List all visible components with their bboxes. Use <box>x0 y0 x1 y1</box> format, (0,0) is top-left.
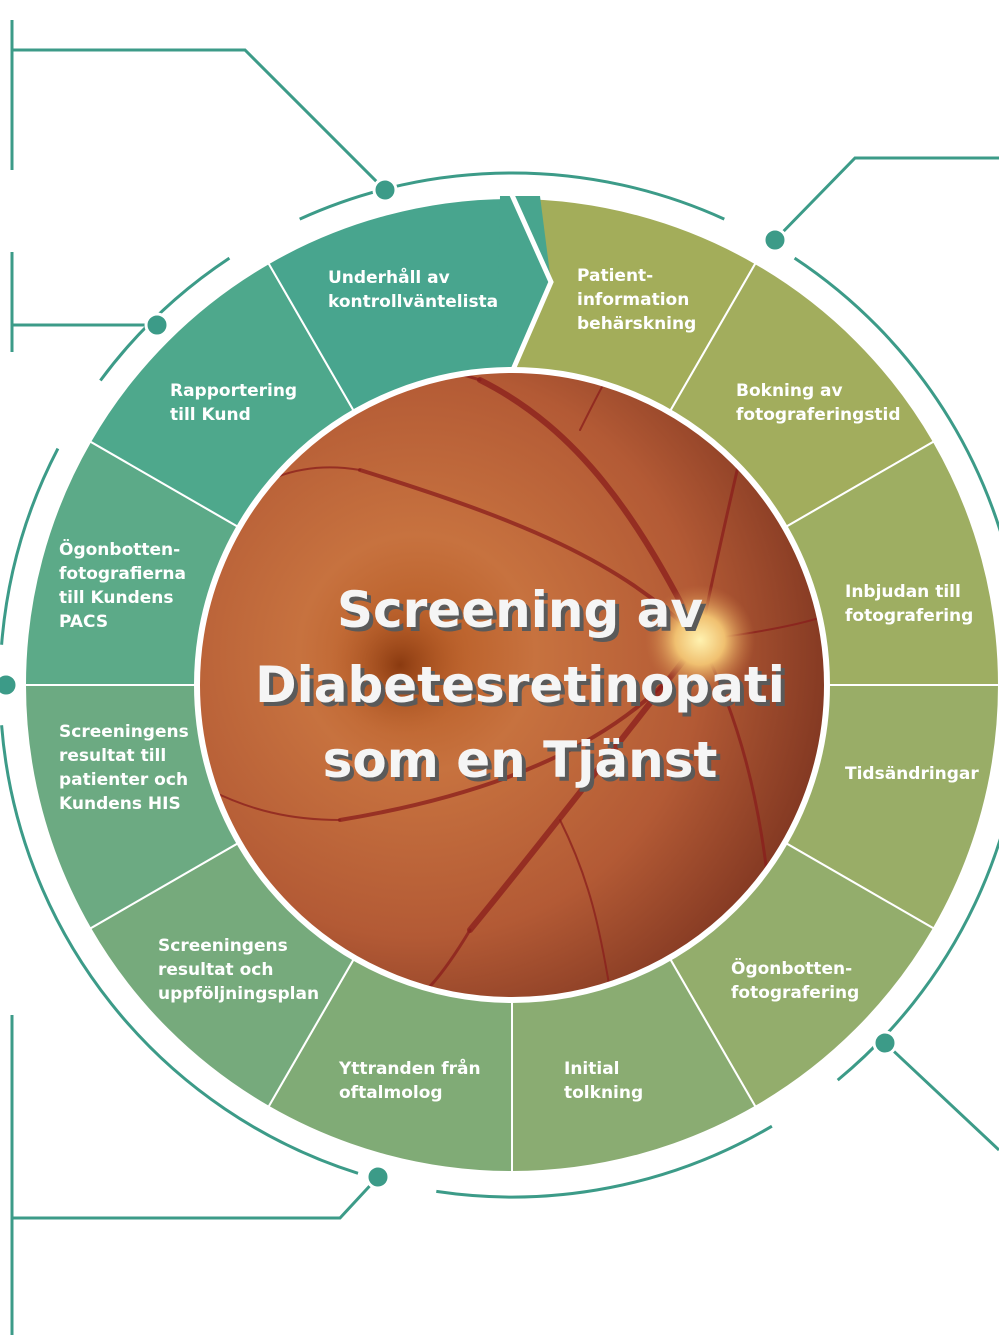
segment-label-line: resultat och <box>158 960 273 980</box>
segment-label: Bokning av fotograferingstid <box>736 381 901 425</box>
connector-line-bottom-right <box>883 1041 999 1152</box>
segment-label: Underhåll av kontrollväntelista <box>328 266 498 312</box>
segment-label-line: till Kund <box>170 405 251 425</box>
outer-ring <box>0 171 999 1199</box>
connector-dot-bottom-right <box>872 1030 898 1056</box>
segment-label-line: Initial <box>564 1059 620 1079</box>
segment-label-line: Kundens HIS <box>59 794 181 814</box>
segment-label: Screeningens resultat och uppföljningsplan <box>158 936 319 1004</box>
segment-label-line: kontrollväntelista <box>328 292 498 312</box>
segment-label-line: till Kundens <box>59 588 174 608</box>
segment-underhall: Underhåll av kontrollväntelista <box>267 196 513 417</box>
segment-label: Ögonbotten-fotografering <box>731 957 859 1003</box>
segment-label: Rapportering till Kund <box>170 381 297 425</box>
diagram-title: Screening av Diabetesretinopati som en T… <box>255 581 789 793</box>
segment-label-line: fotograferingstid <box>736 405 901 425</box>
title-line-2-shadow: Diabetesretinopati <box>259 660 789 718</box>
segment-label-line: Screeningens <box>59 722 189 742</box>
segment-chevron-border <box>509 193 554 373</box>
segment-label-line: Ögonbotten- <box>731 957 852 979</box>
segment-yttranden: Yttranden från oftalmolog <box>267 953 513 1174</box>
segment-label-line: fotografering <box>731 983 859 1003</box>
connector-dot-bottom-left <box>365 1164 391 1190</box>
outer-ring-arc <box>0 725 359 1175</box>
retina-vessel <box>398 928 472 1000</box>
segment-chevron <box>497 196 551 372</box>
connector-dot-upper-left <box>144 312 170 338</box>
segment-inbjudan: Inbjudan till fotografering <box>780 440 999 686</box>
segment-label-line: fotografering <box>845 606 973 626</box>
segment-label: Patient-information behärskning <box>577 266 696 334</box>
connector-dot-left <box>0 672 19 698</box>
connector-line-bottom-left <box>12 1175 380 1220</box>
connector-line-top-right <box>773 156 999 242</box>
connector-dots <box>0 177 898 1190</box>
segment-label-line: Bokning av <box>736 381 843 401</box>
segment-label-line: PACS <box>59 612 108 632</box>
retina-image <box>197 370 827 1000</box>
connector-dot-top-left <box>372 177 398 203</box>
connector-line-top-left <box>10 20 387 192</box>
segment-label-line: Underhåll av <box>328 266 450 288</box>
segment-label-line: information <box>577 290 689 310</box>
segment-label-line: Ögonbotten- <box>59 538 180 560</box>
segment-label-line: Yttranden från <box>338 1057 481 1079</box>
title-line-3-shadow: som en Tjänst <box>327 735 722 793</box>
title-line-3: som en Tjänst <box>323 731 718 789</box>
outer-ring-arc <box>436 1124 773 1199</box>
segment-label-line: Inbjudan till <box>845 582 961 602</box>
segment-label: Yttranden från oftalmolog <box>338 1057 481 1103</box>
segment-label-line: tolkning <box>564 1083 643 1103</box>
outer-ring-arc <box>793 256 999 1082</box>
retina-vessel <box>559 819 611 991</box>
segment-label: Tidsändringar <box>845 764 979 784</box>
segment-label: Inbjudan till fotografering <box>845 582 973 626</box>
title-line-1-shadow: Screening av <box>341 585 707 643</box>
outer-ring-arc <box>0 447 60 645</box>
title-line-1: Screening av <box>337 581 703 639</box>
segment-label-line: Screeningens <box>158 936 288 956</box>
segment-label-line: patienter och <box>59 770 188 790</box>
segment-patient-information: Patient-information behärskning <box>511 196 757 417</box>
outer-ring-arc <box>299 171 725 221</box>
segment-label-line: uppföljningsplan <box>158 984 319 1004</box>
segment-label-line: oftalmolog <box>339 1083 443 1103</box>
title-line-2: Diabetesretinopati <box>255 656 785 714</box>
segment-label-line: Tidsändringar <box>845 764 979 784</box>
segment-label-line: resultat till <box>59 746 166 766</box>
segment-label: Initial tolkning <box>564 1059 643 1103</box>
segment-label-line: behärskning <box>577 314 696 334</box>
connector-lines <box>10 20 999 1335</box>
segment-label-line: fotografierna <box>59 564 186 584</box>
retina-vessel <box>209 789 341 821</box>
segment-label-line: Patient- <box>577 266 653 286</box>
connector-dot-top-right <box>762 227 788 253</box>
segment-label-line: Rapportering <box>170 381 297 401</box>
retina-border <box>194 367 830 1003</box>
